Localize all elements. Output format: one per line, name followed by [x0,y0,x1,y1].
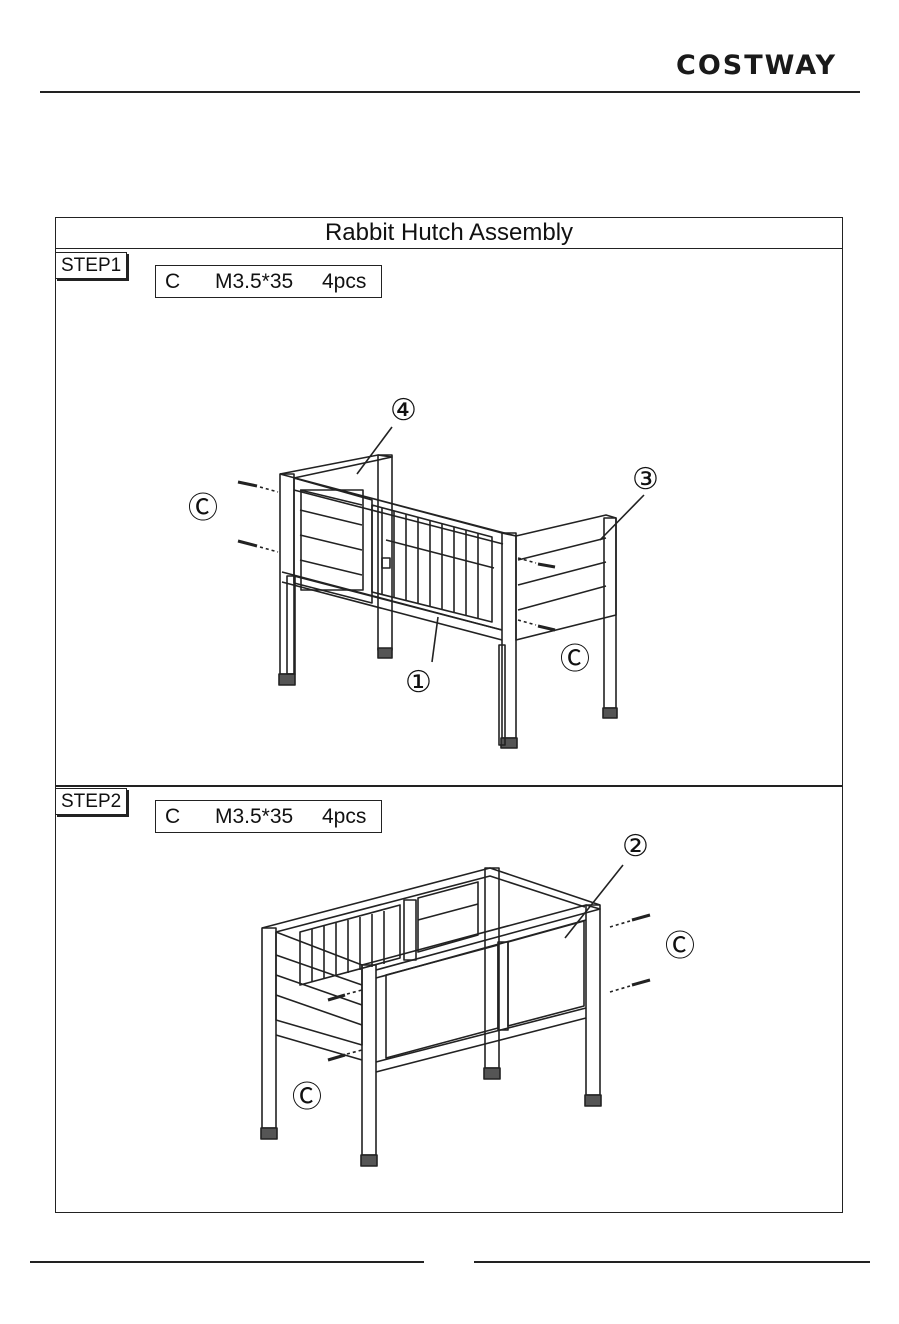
callout-part-1: ① [405,668,432,698]
callout-screw-c-left: Ⓒ [292,1083,322,1113]
step2-hutch-illustration [261,865,650,1166]
footer-rule-left [30,1261,424,1263]
callout-part-4: ④ [390,396,417,426]
step1-hutch-illustration [238,427,644,748]
footer-rule-right [474,1261,870,1263]
callout-part-3: ③ [632,465,659,495]
callout-part-2: ② [622,832,649,862]
callout-screw-c-right: Ⓒ [665,932,695,962]
callout-screw-c-left: Ⓒ [188,494,218,524]
callout-screw-c-right: Ⓒ [560,645,590,675]
